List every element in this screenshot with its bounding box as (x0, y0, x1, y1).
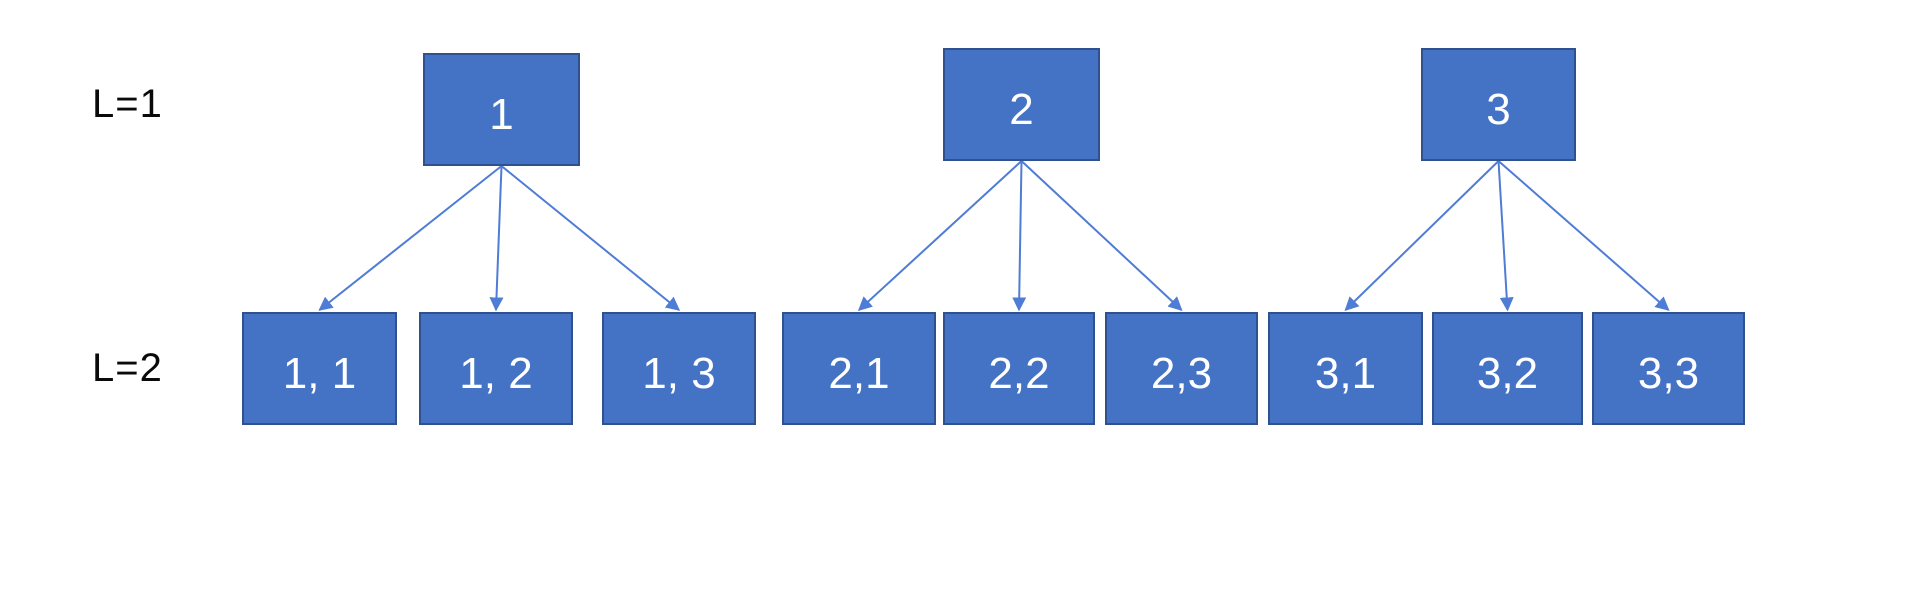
connector-arrow (1497, 160, 1514, 312)
tree-node-1: 1 (423, 53, 580, 166)
level-1-row-label: L=1 (92, 82, 163, 126)
tree-node-2-3: 2,3 (1105, 312, 1258, 425)
connector-arrow (1497, 160, 1670, 311)
tree-node-3-2: 3,2 (1432, 312, 1583, 425)
tree-node-2-2: 2,2 (943, 312, 1095, 425)
connector-arrow (318, 165, 503, 311)
level-2-row-label: L=2 (92, 346, 163, 390)
tree-node-3: 3 (1421, 48, 1576, 161)
connector-arrow (1020, 160, 1183, 311)
tree-node-1-1: 1, 1 (242, 312, 397, 425)
connector-arrow (1344, 160, 1500, 311)
tree-node-3-3: 3,3 (1592, 312, 1745, 425)
tree-node-1-3: 1, 3 (602, 312, 756, 425)
connector-arrow (489, 165, 504, 312)
tree-node-1-2: 1, 2 (419, 312, 573, 425)
tree-node-2-1: 2,1 (782, 312, 936, 425)
connector-arrow (500, 165, 681, 311)
connector-arrow (1012, 160, 1027, 312)
tree-node-3-1: 3,1 (1268, 312, 1423, 425)
tree-node-2: 2 (943, 48, 1100, 161)
connector-arrow (857, 160, 1023, 311)
